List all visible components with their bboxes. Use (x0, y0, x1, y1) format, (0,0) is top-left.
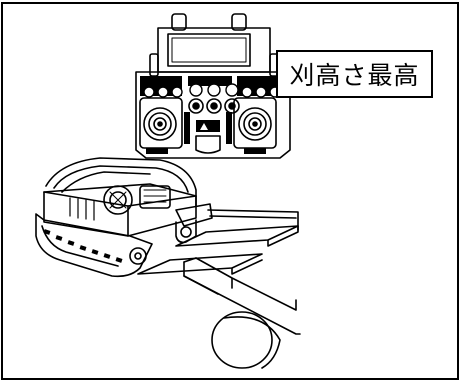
ramps-and-truck (137, 209, 301, 369)
controller-antenna-left (171, 13, 187, 31)
controller-display (167, 33, 251, 67)
controller-antenna-right (231, 13, 247, 31)
callout-label: 刈高さ最高 (289, 61, 420, 90)
left-joystick (139, 97, 183, 149)
remote-controller (135, 13, 291, 159)
robot-mower (35, 157, 213, 278)
cut-height-max-callout: 刈高さ最高 (276, 50, 433, 98)
right-joystick (233, 97, 277, 149)
